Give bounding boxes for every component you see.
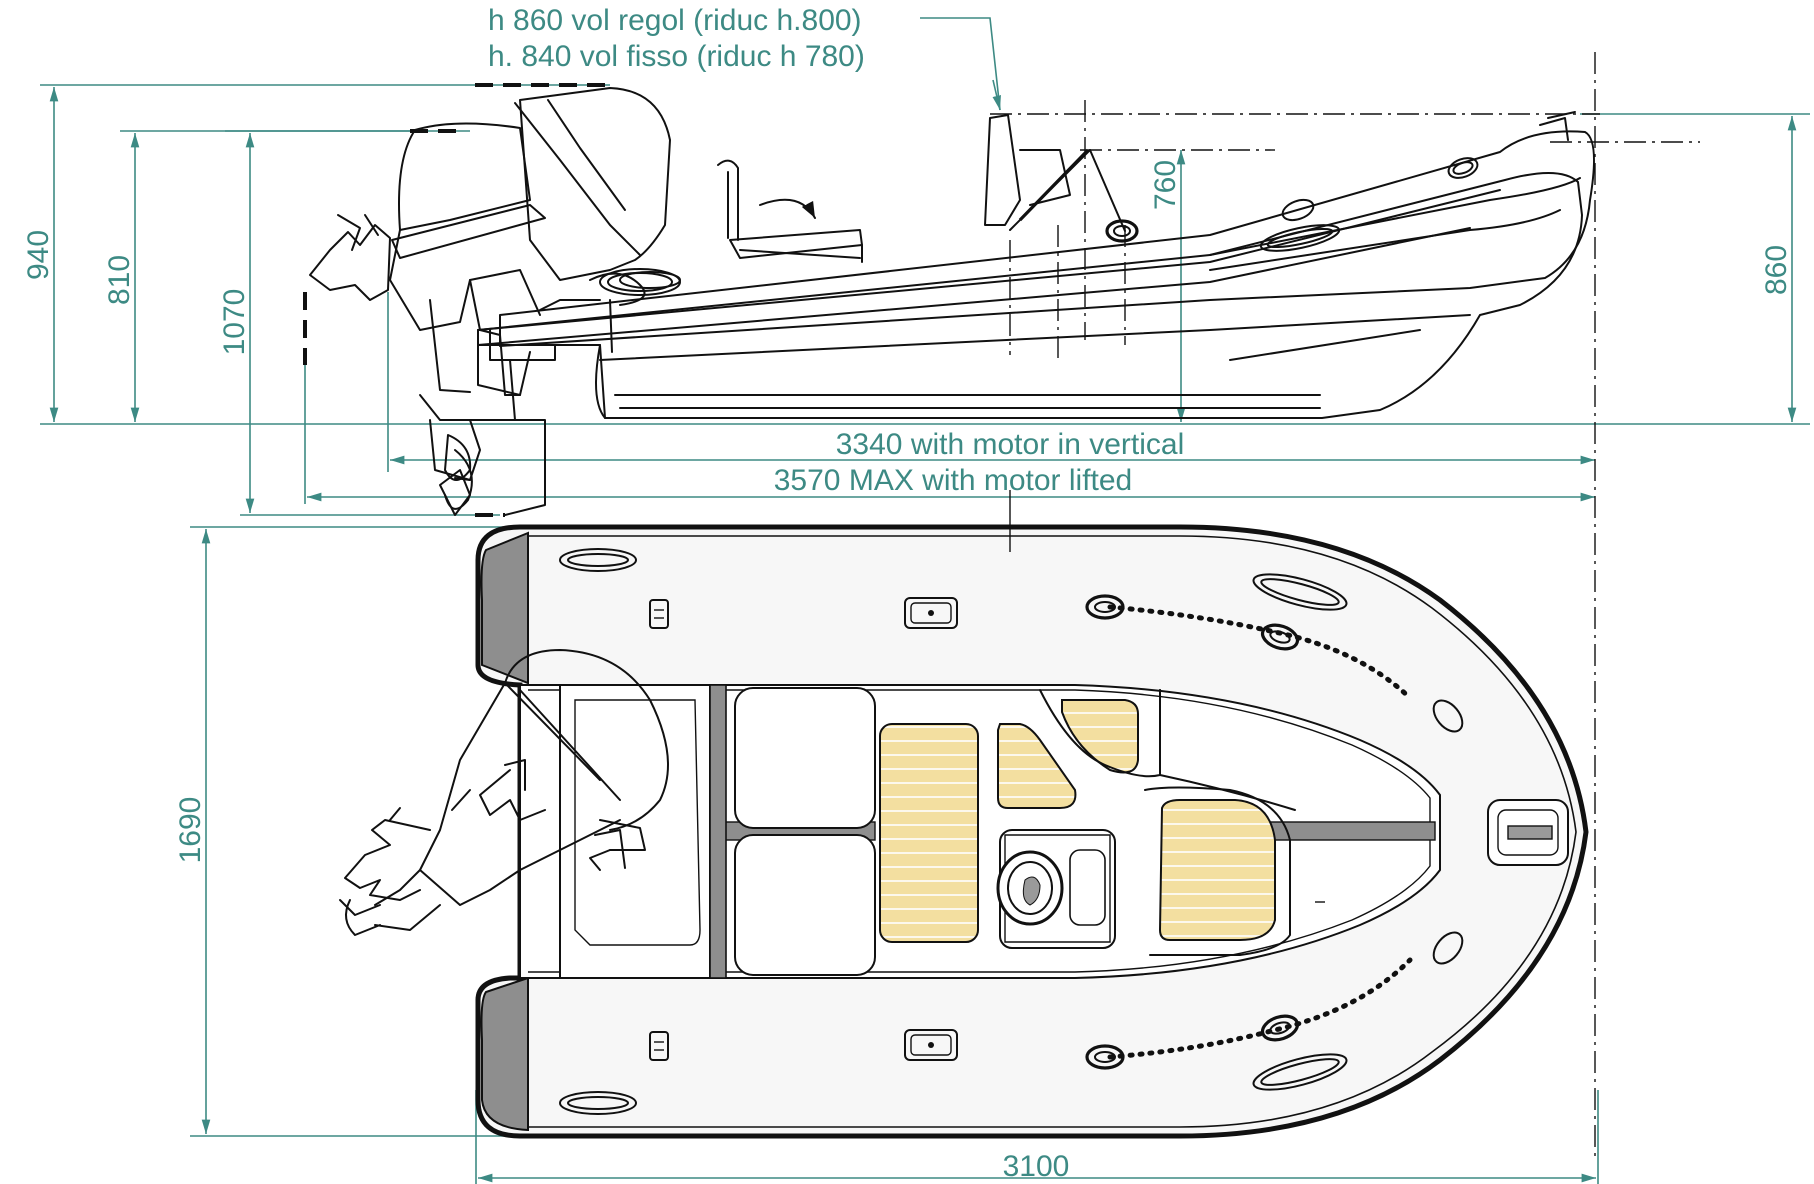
side-hull	[477, 171, 1583, 419]
top-view	[339, 490, 1589, 1139]
teak-deck-bow-lower	[1158, 799, 1276, 941]
dim-940: 940	[22, 230, 55, 280]
grab-line-top	[1107, 604, 1413, 701]
dimension-lines	[40, 17, 1810, 1184]
dimension-labels: h 860 vol regol (riduc h.800) h. 840 vol…	[22, 4, 1793, 1183]
side-tube-bow	[499, 130, 1595, 347]
note-line-1: h 860 vol regol (riduc h.800)	[488, 4, 862, 37]
dim-860: 860	[1760, 245, 1793, 295]
dim-810: 810	[103, 255, 136, 305]
grab-line-bottom	[1107, 957, 1413, 1060]
note-line-2: h. 840 vol fisso (riduc h 780)	[488, 40, 865, 73]
lifted-motor-outline	[303, 83, 610, 517]
dim-1690: 1690	[174, 797, 207, 864]
top-outboard-motor	[339, 649, 669, 936]
side-console	[984, 114, 1021, 226]
teak-deck-bow-upper	[1061, 699, 1139, 774]
teak-deck-console-left	[997, 723, 1077, 809]
tube-end-top	[480, 531, 529, 685]
dim-760: 760	[1149, 160, 1182, 210]
dim-1070: 1070	[218, 289, 251, 356]
dim-3340: 3340 with motor in vertical	[836, 428, 1185, 461]
seat-top	[734, 687, 876, 829]
seat-bottom	[734, 834, 876, 976]
side-outboard-motor	[309, 87, 681, 516]
teak-deck-seat	[879, 723, 979, 943]
side-view	[303, 83, 1595, 517]
tube-end-bottom	[480, 976, 529, 1132]
dim-3570: 3570 MAX with motor lifted	[774, 464, 1133, 497]
dim-3100: 3100	[1003, 1150, 1070, 1183]
